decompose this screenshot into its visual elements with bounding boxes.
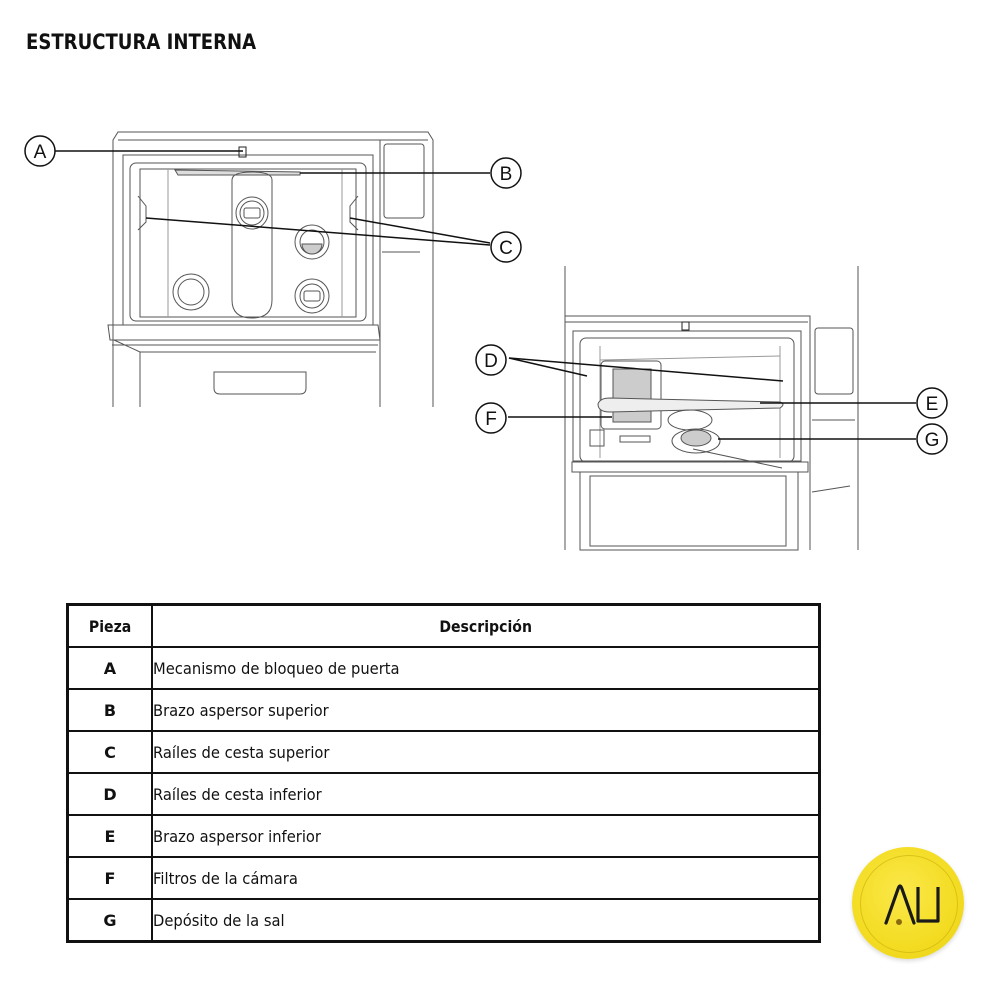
table-row: C Raíles de cesta superior	[66, 730, 821, 774]
callout-e: E	[916, 387, 948, 419]
piece-cell: B	[66, 688, 153, 732]
description-cell: Mecanismo de bloqueo de puerta	[151, 646, 821, 690]
nozzle-mid-right	[294, 224, 330, 260]
description-cell: Brazo aspersor superior	[151, 688, 821, 732]
callout-d: D	[475, 344, 507, 376]
svg-text:A: A	[34, 142, 47, 163]
piece-cell: G	[66, 898, 153, 943]
callout-a: A	[24, 135, 56, 167]
table-row: A Mecanismo de bloqueo de puerta	[66, 646, 821, 690]
callout-c: C	[490, 231, 522, 263]
table-row: F Filtros de la cámara	[66, 856, 821, 900]
piece-cell: E	[66, 814, 153, 858]
callout-f: F	[475, 402, 507, 434]
svg-text:C: C	[499, 238, 513, 259]
parts-table: Pieza Descripción A Mecanismo de bloqueo…	[66, 603, 821, 943]
piece-cell: A	[66, 646, 153, 690]
piece-cell: D	[66, 772, 153, 816]
svg-text:G: G	[925, 430, 940, 451]
lower-dishwasher-drawing	[564, 266, 859, 551]
nozzle-lower-right	[294, 278, 330, 314]
svg-text:B: B	[500, 164, 513, 185]
callout-b: B	[490, 157, 522, 189]
page-title: ESTRUCTURA INTERNA	[26, 30, 257, 54]
table-row: D Raíles de cesta inferior	[66, 772, 821, 816]
leader-d2	[508, 357, 784, 382]
nozzle-lower-left	[172, 273, 210, 311]
svg-text:F: F	[485, 409, 497, 430]
piece-cell: C	[66, 730, 153, 774]
callout-g: G	[916, 423, 948, 455]
brand-logo	[852, 847, 964, 959]
description-cell: Brazo aspersor inferior	[151, 814, 821, 858]
description-cell: Raíles de cesta inferior	[151, 772, 821, 816]
leader-c1	[145, 217, 491, 246]
leader-c2	[349, 217, 491, 244]
header-piece: Pieza	[66, 603, 153, 648]
logo-ring	[860, 855, 958, 953]
table-row: G Depósito de la sal	[66, 898, 821, 943]
diagram-figures: A B C D E F G	[24, 131, 948, 551]
table-row: E Brazo aspersor inferior	[66, 814, 821, 858]
description-cell: Depósito de la sal	[151, 898, 821, 943]
svg-text:D: D	[484, 351, 498, 372]
nozzle-upper	[235, 196, 269, 230]
leader-d1	[508, 357, 588, 377]
table-row: B Brazo aspersor superior	[66, 688, 821, 732]
description-cell: Raíles de cesta superior	[151, 730, 821, 774]
piece-cell: F	[66, 856, 153, 900]
upper-dishwasher-drawing	[107, 131, 434, 407]
table-header-row: Pieza Descripción	[66, 603, 821, 648]
description-cell: Filtros de la cámara	[151, 856, 821, 900]
svg-text:E: E	[926, 394, 939, 415]
logo-au-mark-icon	[884, 884, 940, 925]
header-description: Descripción	[151, 603, 821, 648]
